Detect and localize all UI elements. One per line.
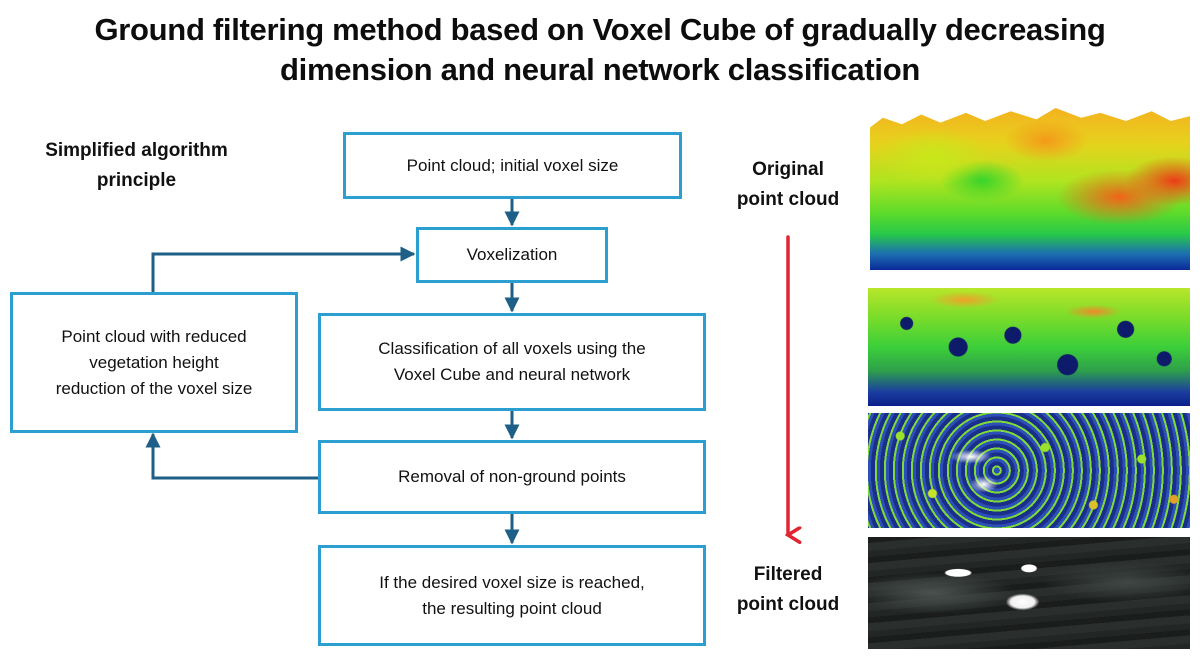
step-voxelization: Voxelization [416,227,608,283]
step-label-line-1: Classification of all voxels using the [378,339,646,358]
arrow-loop-to-voxelization [151,246,416,292]
original-point-cloud-label: Original point cloud [718,155,858,215]
title-line-2: dimension and neural network classificat… [280,52,920,87]
label-line-2: point cloud [736,189,840,210]
step-label: Point cloud; initial voxel size [406,155,619,175]
filtered-point-cloud-label: Filtered point cloud [718,560,858,620]
original-point-cloud-image [870,108,1190,270]
loop-label-line-1: Point cloud with reduced [61,326,247,346]
subtitle-line-2: principle [96,170,177,191]
filtered-point-cloud-image [868,537,1190,649]
reduced-vegetation-image-2 [868,413,1190,528]
loop-reduced-vegetation: Point cloud with reduced vegetation heig… [10,292,298,433]
step-label-line-2: the resulting point cloud [422,598,602,618]
step-label: Voxelization [466,245,558,264]
step-label: Removal of non-ground points [398,467,626,486]
label-line-1: Original [752,159,824,180]
loop-label-line-3: reduction of the voxel size [55,378,253,398]
step-point-cloud-initial: Point cloud; initial voxel size [343,132,682,199]
step-label-line-1: If the desired voxel size is reached, [379,572,645,592]
reduced-vegetation-image-1 [868,288,1190,406]
step-resulting-point-cloud: If the desired voxel size is reached, th… [318,545,706,646]
label-line-2: point cloud [736,594,840,615]
step-label-line-2: Voxel Cube and neural network [393,365,631,384]
label-line-1: Filtered [753,564,823,585]
arrow-removal-to-loop [145,432,318,480]
title-line-1: Ground filtering method based on Voxel C… [94,12,1106,47]
section-subtitle: Simplified algorithm principle [14,136,259,196]
diagram-title: Ground filtering method based on Voxel C… [0,10,1200,90]
step-classification: Classification of all voxels using the V… [318,313,706,411]
step-removal-non-ground: Removal of non-ground points [318,440,706,514]
subtitle-line-1: Simplified algorithm [45,140,228,161]
loop-label-line-2: vegetation height [89,352,219,372]
